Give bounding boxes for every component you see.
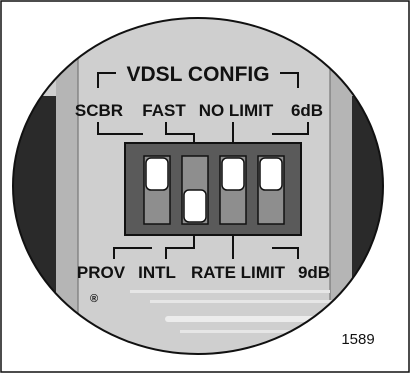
left-ridge <box>56 30 78 330</box>
bottom-label-9db: 9dB <box>298 263 330 282</box>
figure-number: 1589 <box>341 331 374 348</box>
bottom-label-rate-limit: RATE LIMIT <box>191 263 286 282</box>
switch-3[interactable] <box>219 155 247 225</box>
top-label-6db: 6dB <box>291 101 323 120</box>
switch-2-slider[interactable] <box>183 189 207 223</box>
bottom-leader-lines <box>113 235 299 259</box>
top-label-scbr: SCBR <box>75 101 123 120</box>
oval-outline <box>12 17 384 355</box>
switch-4-slider[interactable] <box>259 157 283 191</box>
registered-mark: ® <box>90 293 98 305</box>
title-label: VDSL CONFIG <box>126 63 269 86</box>
switch-4[interactable] <box>257 155 285 225</box>
top-leader-lines <box>97 122 309 143</box>
top-label-fast: FAST <box>142 101 186 120</box>
switch-2[interactable] <box>181 155 209 225</box>
switch-1[interactable] <box>143 155 171 225</box>
bottom-label-intl: INTL <box>138 263 176 282</box>
title-bracket <box>97 72 299 88</box>
switch-3-slider[interactable] <box>221 157 245 191</box>
bottom-label-prov: PROV <box>77 263 126 282</box>
right-ridge <box>330 30 352 330</box>
switch-1-slider[interactable] <box>145 157 169 191</box>
top-label-no-limit: NO LIMIT <box>199 101 274 120</box>
